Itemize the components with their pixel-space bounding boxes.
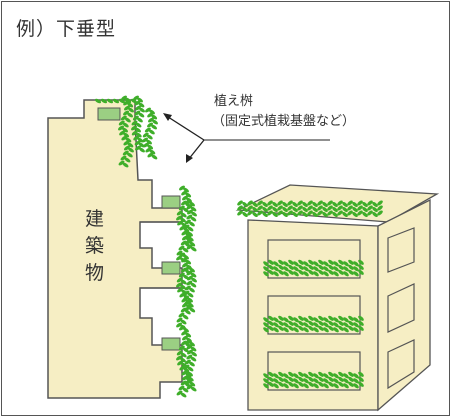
building-section (47, 99, 183, 399)
planter-balcony-2 (161, 261, 181, 275)
planter-roof (97, 107, 121, 121)
planter-balcony-1 (161, 195, 181, 209)
callout-arrow-1 (164, 114, 205, 141)
diagram-title: 例）下垂型 (16, 18, 117, 40)
callout-planter-label: 植え桝 (214, 94, 254, 109)
building-label-char: 建 (85, 208, 104, 230)
planter-balcony-3 (161, 337, 181, 351)
greenery-bands (237, 200, 383, 389)
callout-planter-detail: （固定式植栽基盤など） (212, 114, 356, 129)
building-label-char: 築 (85, 235, 104, 257)
hanging-vines (94, 95, 197, 398)
building-label-char: 物 (85, 262, 104, 284)
